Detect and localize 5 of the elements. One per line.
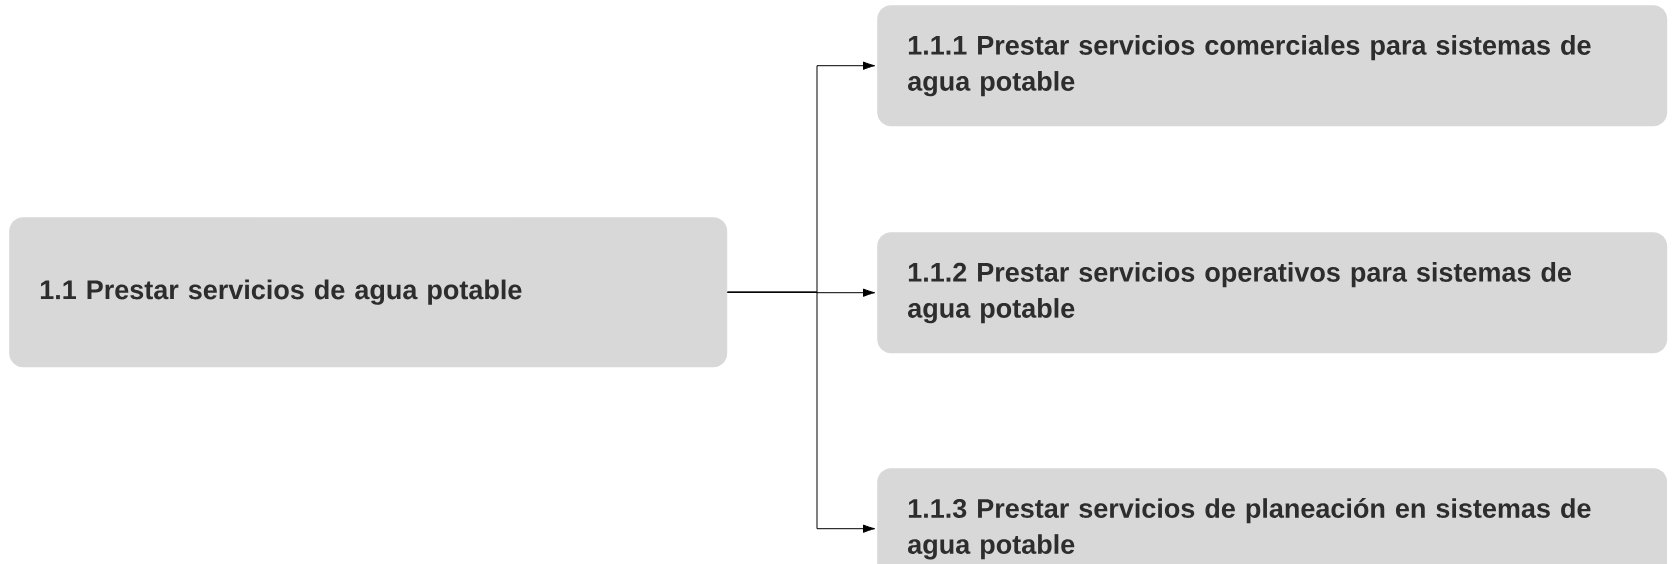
process-box: 1.1 Prestar servicios de agua potable [9, 217, 728, 368]
arrow [726, 291, 876, 533]
process-box: 1.1.2 Prestar servicios operativos para sistemas de agua potable [877, 232, 1668, 354]
process-box: 1.1.1 Prestar servicios comerciales para sistemas de agua potable [877, 5, 1668, 127]
process-box: 1.1.3 Prestar servicios de planeación en sistemas de agua potable [877, 468, 1668, 564]
